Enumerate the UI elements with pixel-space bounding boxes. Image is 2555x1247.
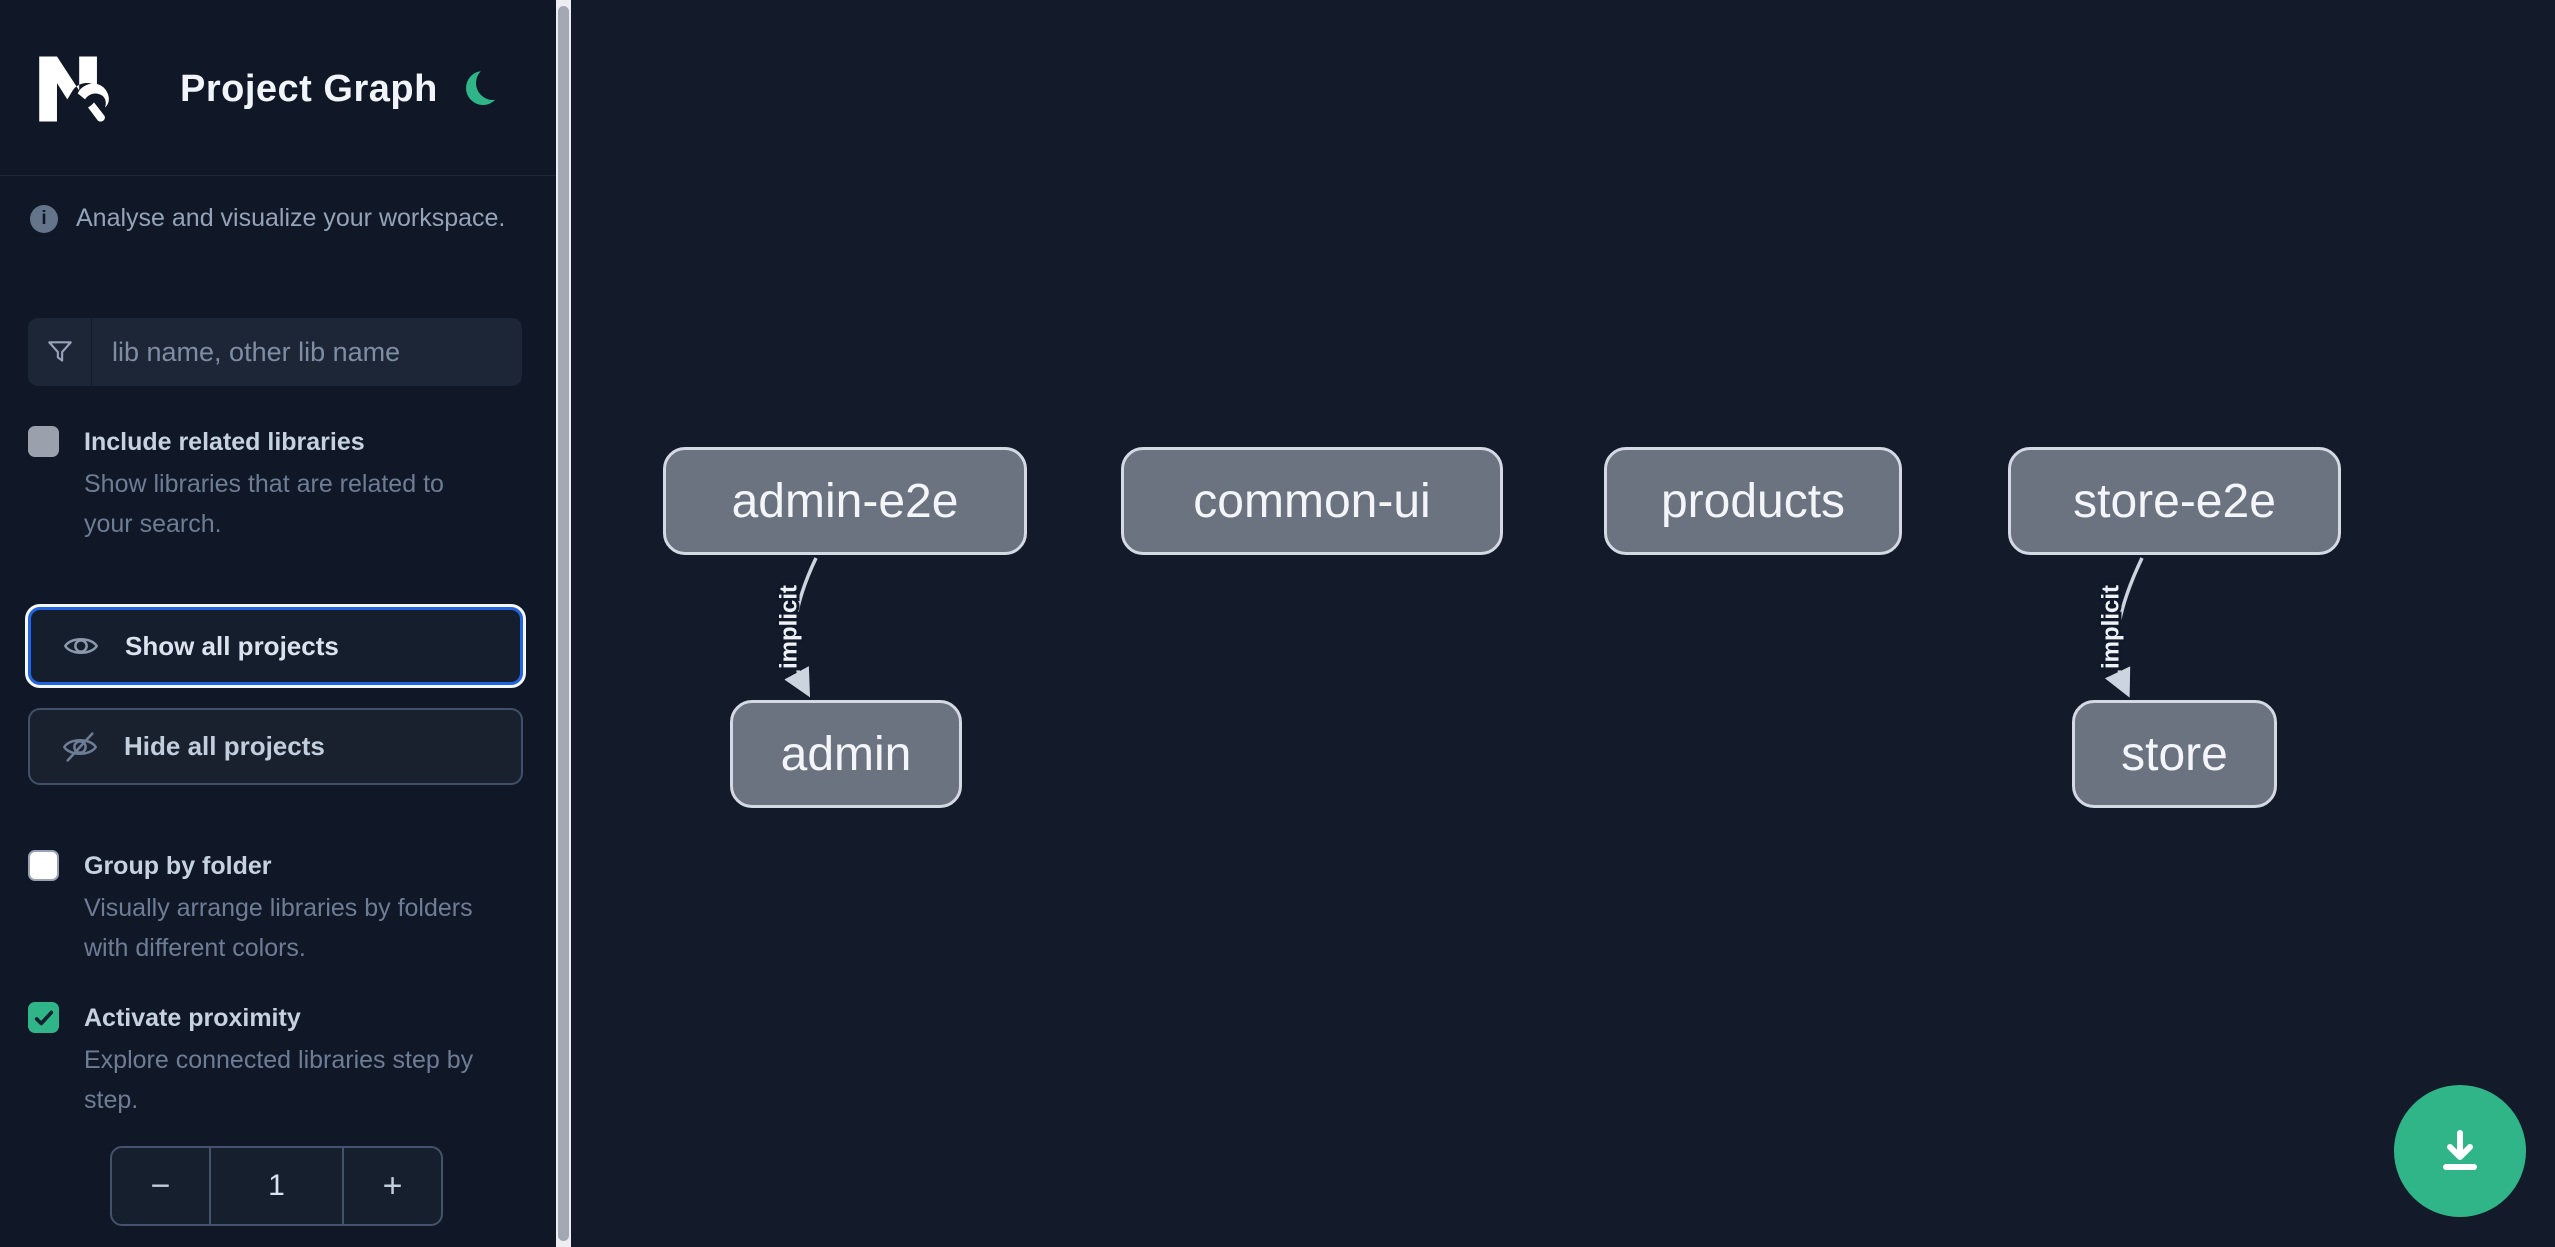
search-box: [28, 318, 522, 386]
eye-off-icon: [63, 731, 97, 762]
theme-toggle-button[interactable]: [466, 68, 506, 108]
eye-icon: [64, 638, 98, 654]
workspace-info: i Analyse and visualize your workspace.: [30, 204, 530, 233]
proximity-stepper: − 1 +: [110, 1146, 443, 1226]
include-related-description: Show libraries that are related to your …: [84, 470, 444, 538]
group-by-folder-row: Group by folder Visually arrange librari…: [28, 848, 498, 968]
info-icon: i: [30, 204, 58, 233]
download-icon: [2443, 1130, 2477, 1170]
graph-node-admin[interactable]: admin: [730, 700, 962, 808]
group-by-folder-label: Group by folder: [84, 852, 272, 880]
show-all-projects-button[interactable]: Show all projects: [25, 604, 526, 688]
graph-edge-store-e2e-to-store: [2104, 557, 2144, 698]
sidebar: Project Graph i Analyse and visualize yo…: [0, 0, 556, 1247]
group-by-folder-checkbox[interactable]: [28, 850, 59, 881]
graph-node-products[interactable]: products: [1604, 447, 1902, 555]
hide-all-projects-label: Hide all projects: [124, 731, 325, 761]
download-button[interactable]: [2394, 1085, 2526, 1217]
graph-node-store[interactable]: store: [2072, 700, 2277, 808]
increment-button[interactable]: +: [344, 1148, 441, 1224]
sidebar-header: Project Graph: [0, 0, 556, 176]
activate-proximity-label: Activate proximity: [84, 1004, 301, 1032]
decrement-button[interactable]: −: [112, 1148, 209, 1224]
graph-node-store-e2e[interactable]: store-e2e: [2008, 447, 2341, 555]
graph-node-admin-e2e[interactable]: admin-e2e: [663, 447, 1027, 555]
nx-logo-icon: [39, 56, 109, 122]
hide-all-projects-button[interactable]: Hide all projects: [28, 708, 523, 785]
activate-proximity-description: Explore connected libraries step by step…: [84, 1046, 474, 1114]
edge-label-admin-e2e: implicit: [775, 585, 802, 669]
group-by-folder-description: Visually arrange libraries by folders wi…: [84, 894, 473, 962]
edge-label-store-e2e: implicit: [2097, 585, 2124, 669]
include-related-label: Include related libraries: [84, 428, 365, 456]
sidebar-scrollbar: [556, 0, 571, 1247]
graph-edge-admin-e2e-to-admin: [784, 557, 818, 698]
info-text: Analyse and visualize your workspace.: [76, 204, 506, 232]
graph-node-common-ui[interactable]: common-ui: [1121, 447, 1503, 555]
proximity-value: 1: [209, 1148, 344, 1224]
moon-icon: [466, 71, 500, 105]
search-input[interactable]: [92, 318, 522, 386]
include-related-checkbox[interactable]: [28, 426, 59, 457]
activate-proximity-row: Activate proximity Explore connected lib…: [28, 1000, 498, 1120]
sidebar-scrollbar-thumb[interactable]: [558, 6, 569, 1241]
checkmark-icon: [34, 1010, 53, 1025]
include-related-row: Include related libraries Show libraries…: [28, 424, 498, 544]
activate-proximity-checkbox[interactable]: [28, 1002, 59, 1033]
show-all-projects-label: Show all projects: [125, 630, 339, 661]
filter-funnel-icon: [28, 318, 92, 386]
page-title: Project Graph: [180, 68, 438, 110]
